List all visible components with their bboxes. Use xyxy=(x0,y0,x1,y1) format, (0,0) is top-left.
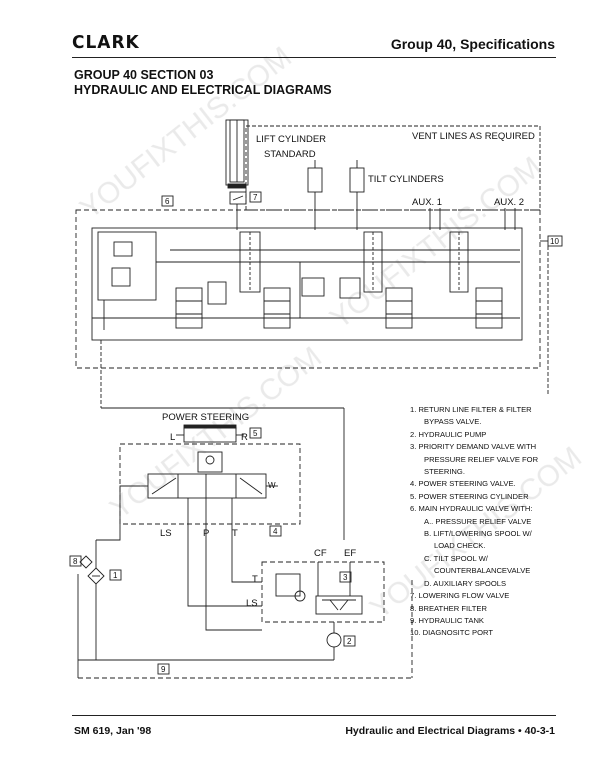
legend-item: B. LIFT/LOWERING SPOOL W/ xyxy=(424,529,532,539)
legend-item: 2. HYDRAULIC PUMP xyxy=(410,429,487,439)
legend-item: 3. PRIORITY DEMAND VALVE WITH xyxy=(410,442,537,452)
footer-right: Hydraulic and Electrical Diagrams • 40-3… xyxy=(345,725,555,737)
legend-item: 5. POWER STEERING CYLINDER xyxy=(410,491,529,501)
label-aux1: AUX. 1 xyxy=(412,197,442,208)
label-P: P xyxy=(203,528,209,539)
callout-box xyxy=(339,571,352,583)
callout-8: 8 xyxy=(73,557,78,566)
label-T2: T xyxy=(252,574,258,585)
power-steering-cylinder xyxy=(176,424,244,443)
legend-item: 1. RETURN LINE FILTER & FILTER xyxy=(410,405,532,414)
lift-cylinder xyxy=(225,119,249,189)
label-vent-lines: VENT LINES AS REQUIRED xyxy=(412,131,535,142)
callout-9: 9 xyxy=(161,665,166,674)
watermark-text: YOUFIXTHIS.COM xyxy=(74,40,298,225)
legend-item: LOAD CHECK. xyxy=(434,541,486,551)
legend-item: COUNTERBALANCEVALVE xyxy=(434,566,531,576)
callout-1: 1 xyxy=(113,571,118,580)
callout-box xyxy=(157,663,170,675)
legend-item: BYPASS VALVE. xyxy=(424,417,482,427)
section-line: GROUP 40 SECTION 03 xyxy=(74,68,214,82)
label-LS2: LS xyxy=(246,598,258,609)
lowering-flow-valve xyxy=(229,191,247,230)
label-EF: EF xyxy=(344,548,356,559)
callout-box xyxy=(269,525,282,537)
label-tilt-cylinders: TILT CYLINDERS xyxy=(368,174,444,185)
callout-box xyxy=(249,191,262,203)
callout-7: 7 xyxy=(253,193,258,202)
page-heading: HYDRAULIC AND ELECTRICAL DIAGRAMS xyxy=(74,83,332,97)
footer-left: SM 619, Jan '98 xyxy=(74,725,152,737)
legend-item: C. TILT SPOOL W/ xyxy=(424,553,488,563)
main-valve-box xyxy=(75,209,541,369)
label-standard: STANDARD xyxy=(264,149,316,160)
group-title: Group 40, Specifications xyxy=(390,36,555,52)
callout-5: 5 xyxy=(253,429,258,438)
callout-3: 3 xyxy=(343,573,348,582)
label-L: L xyxy=(170,432,175,443)
legend-item: PRESSURE RELIEF VALVE FOR xyxy=(424,454,539,464)
label-power-steering: POWER STEERING xyxy=(162,412,249,423)
label-lift-cylinder: LIFT CYLINDER xyxy=(256,134,326,145)
power-steering-valve xyxy=(140,451,278,540)
header-rule xyxy=(72,57,556,58)
callout-box xyxy=(69,555,82,567)
legend-item: STEERING. xyxy=(424,467,465,477)
callout-6: 6 xyxy=(165,197,170,206)
label-W: W xyxy=(268,481,276,490)
legend-item: A.. PRESSURE RELIEF VALVE xyxy=(424,516,532,526)
priority-demand-valve xyxy=(275,562,363,615)
legend-item: 9. HYDRAULIC TANK xyxy=(410,615,484,625)
callout-box xyxy=(343,635,356,647)
legend-item: 6. MAIN HYDRAULIC VALVE WITH: xyxy=(410,504,533,514)
label-CF: CF xyxy=(314,548,327,559)
callout-box xyxy=(109,569,122,581)
label-aux2: AUX. 2 xyxy=(494,197,524,208)
tilt-cylinders xyxy=(307,160,365,230)
callout-2: 2 xyxy=(347,637,352,646)
priority-valve-box xyxy=(261,561,385,623)
return-line-filter xyxy=(79,540,105,660)
callout-box xyxy=(249,427,262,439)
label-R: R xyxy=(241,432,248,443)
legend-list: 1. RETURN LINE FILTER & FILTER BYPASS VA… xyxy=(410,404,580,640)
power-steering-valve-box xyxy=(119,443,301,525)
footer-rule xyxy=(72,715,556,716)
hydraulic-tank xyxy=(77,574,413,679)
legend-item: 4. POWER STEERING VALVE. xyxy=(410,479,516,489)
clark-logo: CLARK xyxy=(72,32,140,54)
callout-10: 10 xyxy=(550,237,559,246)
label-T: T xyxy=(232,528,238,539)
legend-item: D. AUXILIARY SPOOLS xyxy=(424,578,507,588)
legend-item: 10. DIAGNOSITC PORT xyxy=(410,628,493,638)
main-valve-circuit xyxy=(91,227,523,341)
hydraulic-pump xyxy=(326,622,342,660)
callout-4: 4 xyxy=(273,527,278,536)
legend-item: 7. LOWERING FLOW VALVE xyxy=(410,591,510,601)
label-LS: LS xyxy=(160,528,172,539)
legend-item: 8. BREATHER FILTER xyxy=(410,603,487,613)
callout-box xyxy=(161,195,174,207)
